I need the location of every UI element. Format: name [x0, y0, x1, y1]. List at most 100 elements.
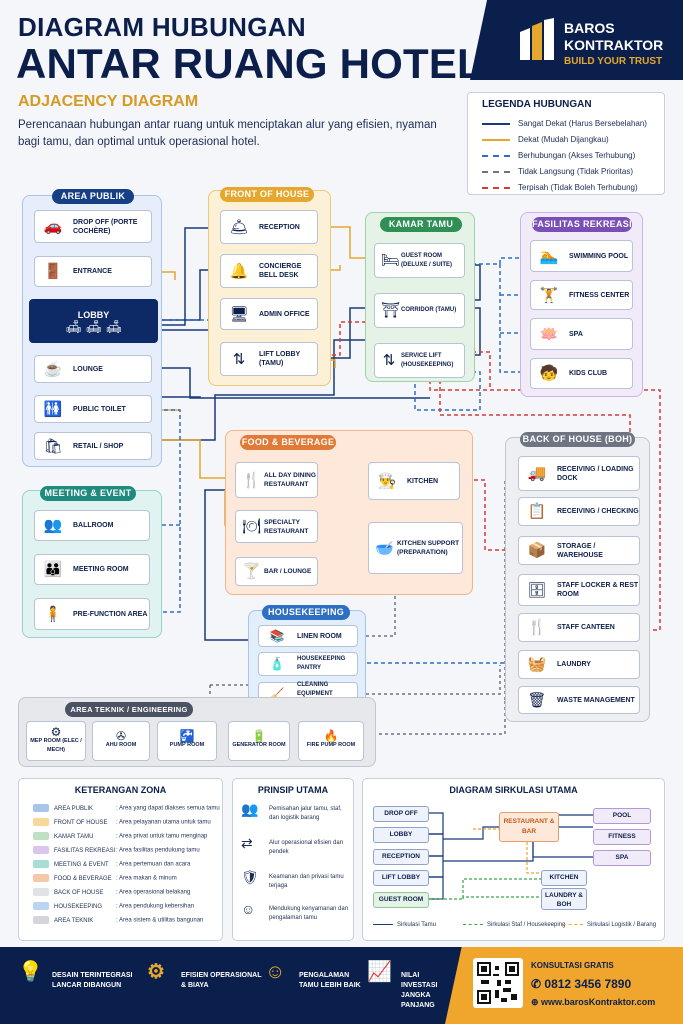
node-corridor[interactable]: ⛩CORRIDOR (TAMU) — [374, 293, 465, 328]
contact-web[interactable]: ⊕ www.barosKontraktor.com — [531, 997, 656, 1007]
node-lounge[interactable]: ☕LOUNGE — [34, 355, 152, 383]
fan-icon: ⚙ — [50, 724, 62, 739]
legend-title: LEGENDA HUBUNGAN — [482, 99, 592, 110]
contact-phone[interactable]: ✆ 0812 3456 7890 — [531, 977, 632, 991]
principle-item: ☺Mendukung kenyamanan dan pengalaman tam… — [241, 901, 349, 921]
circ-node-fitness[interactable]: FITNESS — [593, 829, 651, 845]
circ-legend-logistics: Sirkulasi Logistik / Barang — [563, 922, 656, 928]
circulation-title: DIAGRAM SIRKULASI UTAMA — [449, 785, 578, 795]
legend-box: LEGENDA HUBUNGAN Sangat Dekat (Harus Ber… — [467, 92, 665, 195]
door-icon: 🚪 — [43, 263, 63, 280]
legend-item: Terpisah (Tidak Boleh Terhubung) — [482, 183, 638, 192]
truck-icon: 🚚 — [527, 465, 547, 482]
node-hk-pantry[interactable]: 🧴HOUSEKEEPING PANTRY — [258, 652, 358, 676]
legend-item: Berhubungan (Akses Terhubung) — [482, 151, 635, 160]
cup-icon: ☕ — [43, 360, 63, 378]
node-retail[interactable]: 🛍RETAIL / SHOP — [34, 432, 152, 460]
meeting-icon: 👪 — [43, 561, 63, 578]
circ-legend-staff: Sirkulasi Staf / Housekeeping — [463, 922, 565, 928]
principles-title: PRINSIP UTAMA — [257, 785, 329, 795]
circ-node-pool[interactable]: POOL — [593, 808, 651, 824]
linen-icon: 📚 — [269, 628, 285, 643]
zone-housekeeping-title: HOUSEKEEPING — [262, 605, 350, 620]
zone-key-item: KAMAR TAMU: Area privat untuk tamu mengi… — [33, 832, 207, 840]
brand-tagline: BUILD YOUR TRUST — [564, 56, 663, 67]
circ-node-kitchen[interactable]: KITCHEN — [541, 870, 587, 886]
pool-icon: 🏊 — [539, 247, 559, 265]
contact-block: KONSULTASI GRATIS ✆ 0812 3456 7890 ⊕ www… — [445, 947, 683, 1024]
circ-node-restaurant[interactable]: RESTAURANT & BAR — [499, 812, 559, 842]
qr-code[interactable] — [473, 958, 523, 1008]
contact-title: KONSULTASI GRATIS — [531, 961, 614, 970]
node-reception[interactable]: 🛎RECEPTION — [220, 210, 318, 244]
node-staff-locker[interactable]: 🗄STAFF LOCKER & REST ROOM — [518, 574, 640, 606]
circ-node-guest-room[interactable]: GUEST ROOM — [373, 892, 429, 908]
node-kitchen[interactable]: 👨‍🍳KITCHEN — [368, 462, 460, 500]
node-pre-function[interactable]: 🧍PRE-FUNCTION AREA — [34, 598, 150, 630]
circ-node-lift-lobby[interactable]: LIFT LOBBY — [373, 870, 429, 886]
node-generator-room[interactable]: 🔋GENERATOR ROOM — [228, 721, 290, 761]
circ-node-lobby[interactable]: LOBBY — [373, 827, 429, 843]
box-icon: 📦 — [527, 542, 547, 559]
node-swimming-pool[interactable]: 🏊SWIMMING POOL — [530, 240, 633, 272]
node-storage[interactable]: 📦STORAGE / WAREHOUSE — [518, 536, 640, 565]
fan-icon: ✇ — [115, 729, 127, 743]
circ-node-reception[interactable]: RECEPTION — [373, 849, 429, 865]
zone-engineering-title: AREA TEKNIK / ENGINEERING — [65, 702, 193, 717]
bed-icon: 🛏 — [381, 252, 401, 269]
node-service-lift[interactable]: ⇅SERVICE LIFT (HOUSEKEEPING) — [374, 343, 465, 378]
node-pump-room[interactable]: 🚰PUMP ROOM — [157, 721, 217, 761]
car-icon: 🚗 — [43, 218, 63, 235]
zone-key-item: BACK OF HOUSE: Area operasional belakang — [33, 888, 190, 896]
zone-key-title: KETERANGAN ZONA — [74, 785, 167, 795]
node-waste[interactable]: 🗑WASTE MANAGEMENT — [518, 686, 640, 714]
principle-item: 👥Pemisahan jalur tamu, staf, dan logisti… — [241, 801, 342, 821]
circ-node-drop-off[interactable]: DROP OFF — [373, 806, 429, 822]
node-all-day-dining[interactable]: 🍴ALL DAY DINING RESTAURANT — [235, 462, 318, 498]
chart-icon: 📈 — [367, 961, 392, 983]
circulation-lines — [429, 812, 593, 900]
node-linen-room[interactable]: 📚LINEN ROOM — [258, 625, 358, 647]
node-admin-office[interactable]: 🖥ADMIN OFFICE — [220, 298, 318, 330]
chef-hat-icon: 👨‍🍳 — [377, 472, 397, 490]
node-specialty-restaurant[interactable]: 🍽SPECIALTY RESTAURANT — [235, 510, 318, 543]
zone-key-item: HOUSEKEEPING: Area pendukung kebersihan — [33, 902, 194, 910]
principle-item: 🛡Keamanan dan privasi tamu terjaga — [241, 869, 344, 889]
zone-key-item: AREA TEKNIK: Area sistem & utilitas bang… — [33, 916, 203, 924]
node-fitness[interactable]: 🏋FITNESS CENTER — [530, 280, 633, 310]
node-mep-room[interactable]: ⚙MEP ROOM (ELEC / MECH) — [26, 721, 86, 761]
node-entrance[interactable]: 🚪ENTRANCE — [34, 256, 152, 287]
node-public-toilet[interactable]: 🚻PUBLIC TOILET — [34, 395, 152, 423]
node-guest-room[interactable]: 🛏GUEST ROOM (DELUXE / SUITE) — [374, 243, 465, 278]
circ-node-spa[interactable]: SPA — [593, 850, 651, 866]
node-lobby[interactable]: LOBBY🛋 🛋 🛋 — [29, 299, 158, 343]
node-kids-club[interactable]: 🧒KIDS CLUB — [530, 358, 633, 389]
node-concierge[interactable]: 🔔CONCIERGE BELL DESK — [220, 254, 318, 288]
generator-icon: 🔋 — [251, 729, 267, 743]
footer-item: 💡DESAIN TERINTEGRASI LANCAR DIBANGUN — [18, 961, 133, 989]
cleaning-icon: 🧹 — [269, 686, 285, 701]
node-spa[interactable]: 🪷SPA — [530, 318, 633, 350]
node-drop-off[interactable]: 🚗DROP OFF (PORTE COCHÈRE) — [34, 210, 152, 243]
node-ahu-room[interactable]: ✇AHU ROOM — [92, 721, 150, 761]
brand-name1: BAROS — [564, 20, 615, 36]
locker-icon: 🗄 — [527, 581, 547, 599]
node-ballroom[interactable]: 👥BALLROOM — [34, 510, 150, 541]
intro-text: Perencanaan hubungan antar ruang untuk m… — [18, 119, 437, 148]
zone-key-item: AREA PUBLIK: Area yang dapat diakses sem… — [33, 804, 220, 812]
node-fire-pump-room[interactable]: 🔥FIRE PUMP ROOM — [298, 721, 364, 761]
node-laundry[interactable]: 🧺LAUNDRY — [518, 650, 640, 679]
node-bar-lounge[interactable]: 🍸BAR / LOUNGE — [235, 557, 318, 586]
node-receiving-checking[interactable]: 📋RECEIVING / CHECKING — [518, 497, 640, 526]
zone-foh-title: FRONT OF HOUSE — [220, 187, 314, 202]
circ-node-laundry-boh[interactable]: LAUNDRY & BOH — [541, 888, 587, 910]
zone-meeting-title: MEETING & EVENT — [40, 486, 136, 501]
node-staff-canteen[interactable]: 🍴STAFF CANTEEN — [518, 613, 640, 642]
node-meeting-room[interactable]: 👪MEETING ROOM — [34, 554, 150, 585]
node-lift-lobby[interactable]: ⇅LIFT LOBBY (TAMU) — [220, 342, 318, 376]
bulb-icon: 💡 — [18, 961, 43, 983]
node-loading-dock[interactable]: 🚚RECEIVING / LOADING DOCK — [518, 456, 640, 491]
node-kitchen-support[interactable]: 🥣KITCHEN SUPPORT (PREPARATION) — [368, 522, 463, 574]
qr-icon — [477, 962, 519, 1004]
smile-icon: ☺ — [265, 961, 286, 983]
